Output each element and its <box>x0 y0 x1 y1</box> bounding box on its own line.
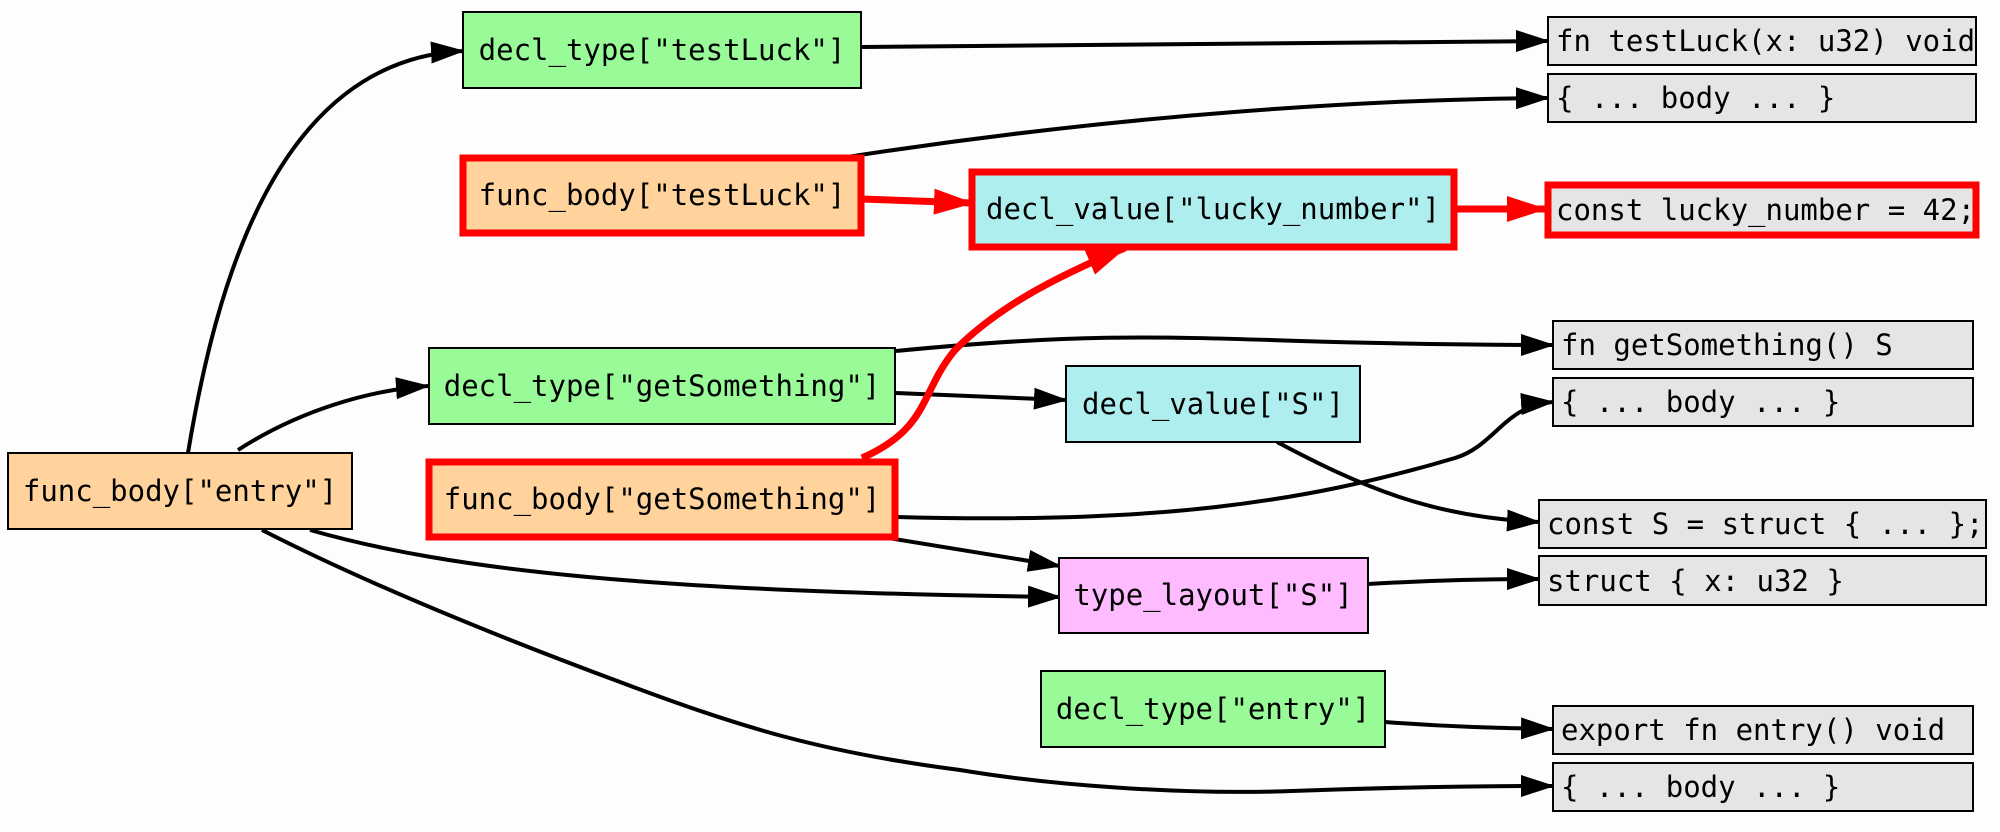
edge-entry-to-decl-type-testluck <box>186 41 465 454</box>
source-lucky-number: const lucky_number = 42; <box>1544 181 1980 239</box>
node-type-layout-s[interactable]: type_layout["S"] <box>1058 557 1369 634</box>
node-label: func_body["getSomething"] <box>444 482 881 517</box>
node-label: decl_type["entry"] <box>1056 692 1370 727</box>
node-decl-type-getsomething[interactable]: decl_type["getSomething"] <box>428 347 896 425</box>
node-label: func_body["entry"] <box>23 474 337 509</box>
source-text: export fn entry() void <box>1561 713 1945 747</box>
source-fn-testluck: fn testLuck(x: u32) void <box>1547 16 1977 66</box>
node-func-body-testluck[interactable]: func_body["testLuck"] <box>459 154 865 237</box>
source-text: const S = struct { ... }; <box>1547 507 1984 541</box>
edge-decl-type-entry-to-fn-entry <box>1384 717 1555 740</box>
node-label: func_body["testLuck"] <box>479 178 846 213</box>
node-label: decl_type["testLuck"] <box>479 33 846 68</box>
edge-func-body-getsomething-to-body-getsomething <box>896 393 1555 521</box>
node-label: decl_value["lucky_number"] <box>986 192 1440 227</box>
edge-func-body-getsomething-to-decl-value-lucky-number <box>860 244 1127 462</box>
source-fn-getsomething: fn getSomething() S <box>1552 320 1974 370</box>
source-body-entry: { ... body ... } <box>1552 762 1974 812</box>
edge-entry-to-body-entry <box>261 528 1555 798</box>
source-fn-entry: export fn entry() void <box>1552 705 1974 755</box>
edge-decl-type-testluck-to-fn-testluck <box>861 30 1550 53</box>
source-text: fn getSomething() S <box>1561 328 1893 362</box>
edge-func-body-testluck-to-body-testluck <box>827 87 1550 162</box>
edge-entry-to-type-layout-s <box>309 528 1062 608</box>
edge-decl-value-s-to-const-s <box>1276 440 1541 532</box>
edge-type-layout-s-to-struct-s <box>1367 568 1541 591</box>
source-text: { ... body ... } <box>1556 81 1835 115</box>
source-text: const lucky_number = 42; <box>1556 193 1975 228</box>
source-text: fn testLuck(x: u32) void <box>1556 24 1975 58</box>
node-label: type_layout["S"] <box>1073 578 1352 613</box>
source-struct-s: struct { x: u32 } <box>1538 555 1987 606</box>
node-label: decl_value["S"] <box>1082 387 1344 422</box>
edge-func-body-getsomething-to-type-layout-s <box>881 535 1062 572</box>
edge-func-body-testluck-to-decl-value-lucky-number <box>861 188 974 215</box>
node-label: decl_type["getSomething"] <box>444 369 881 404</box>
edge-entry-to-decl-type-getsomething <box>236 377 430 452</box>
node-func-body-getsomething[interactable]: func_body["getSomething"] <box>425 458 899 541</box>
edges-layer <box>186 30 1555 798</box>
edge-decl-type-getsomething-to-decl-value-s <box>895 387 1068 410</box>
source-body-testluck: { ... body ... } <box>1547 73 1977 123</box>
node-func-body-entry[interactable]: func_body["entry"] <box>7 452 353 530</box>
node-decl-value-lucky-number[interactable]: decl_value["lucky_number"] <box>968 168 1458 251</box>
edge-decl-type-getsomething-to-fn-getsomething <box>895 333 1555 356</box>
source-text: { ... body ... } <box>1561 385 1840 419</box>
node-decl-type-entry[interactable]: decl_type["entry"] <box>1040 670 1386 748</box>
highlight-edges-layer <box>860 188 1547 462</box>
source-text: struct { x: u32 } <box>1547 564 1844 598</box>
source-body-getsomething: { ... body ... } <box>1552 377 1974 427</box>
source-text: { ... body ... } <box>1561 770 1840 804</box>
source-const-s: const S = struct { ... }; <box>1538 499 1987 549</box>
node-decl-value-s[interactable]: decl_value["S"] <box>1065 365 1361 443</box>
node-decl-type-testluck[interactable]: decl_type["testLuck"] <box>462 11 862 89</box>
